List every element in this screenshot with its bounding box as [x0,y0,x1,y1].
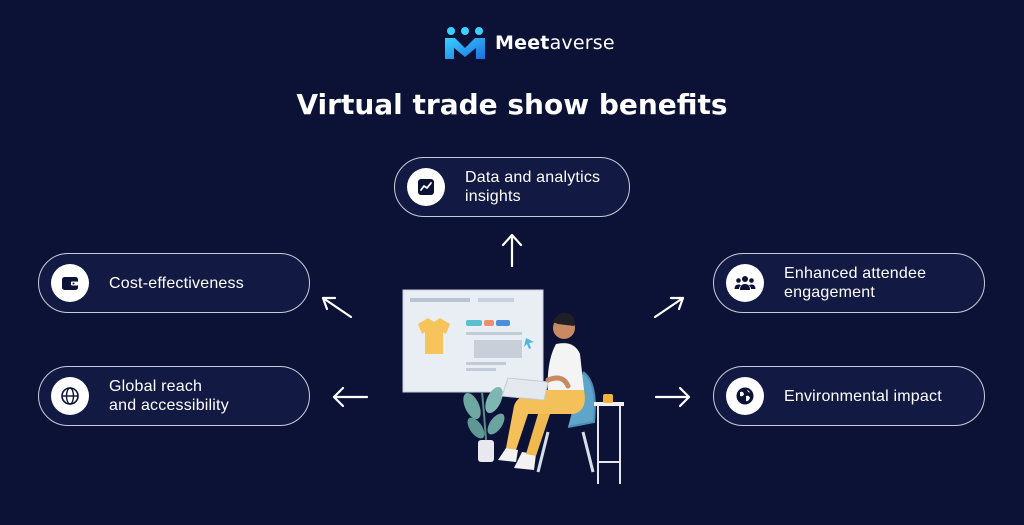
arrow-up-icon [501,233,523,268]
people-icon [726,264,764,302]
arrow-up-left-icon [321,296,353,319]
benefit-card-global-reach: Global reach and accessibility [38,366,310,426]
benefit-card-cost: Cost-effectiveness [38,253,310,313]
benefit-card-data-analytics: Data and analytics insights [394,157,630,217]
benefit-label: Environmental impact [784,387,942,405]
benefit-label: Global reach and accessibility [109,378,229,414]
arrow-up-right-icon [653,296,685,319]
brand-name-part1: Meet [495,32,550,54]
benefit-label: Enhanced attendee engagement [784,265,927,301]
benefit-card-engagement: Enhanced attendee engagement [713,253,985,313]
brand-logo: Meetaverse [443,26,615,60]
person-at-laptop-illustration [402,289,624,484]
earth-icon [726,377,764,415]
benefit-label: Data and analytics insights [465,169,601,205]
benefit-card-environment: Environmental impact [713,366,985,426]
brand-name: Meetaverse [495,32,615,54]
logo-mark-icon [445,27,485,59]
globe-icon [51,377,89,415]
page-title: Virtual trade show benefits [296,88,728,121]
benefit-label: Cost-effectiveness [109,274,244,292]
wallet-icon [51,264,89,302]
brand-name-part2: averse [549,32,615,54]
arrow-right-icon [654,386,691,408]
chart-icon [407,168,445,206]
arrow-left-icon [332,386,369,408]
